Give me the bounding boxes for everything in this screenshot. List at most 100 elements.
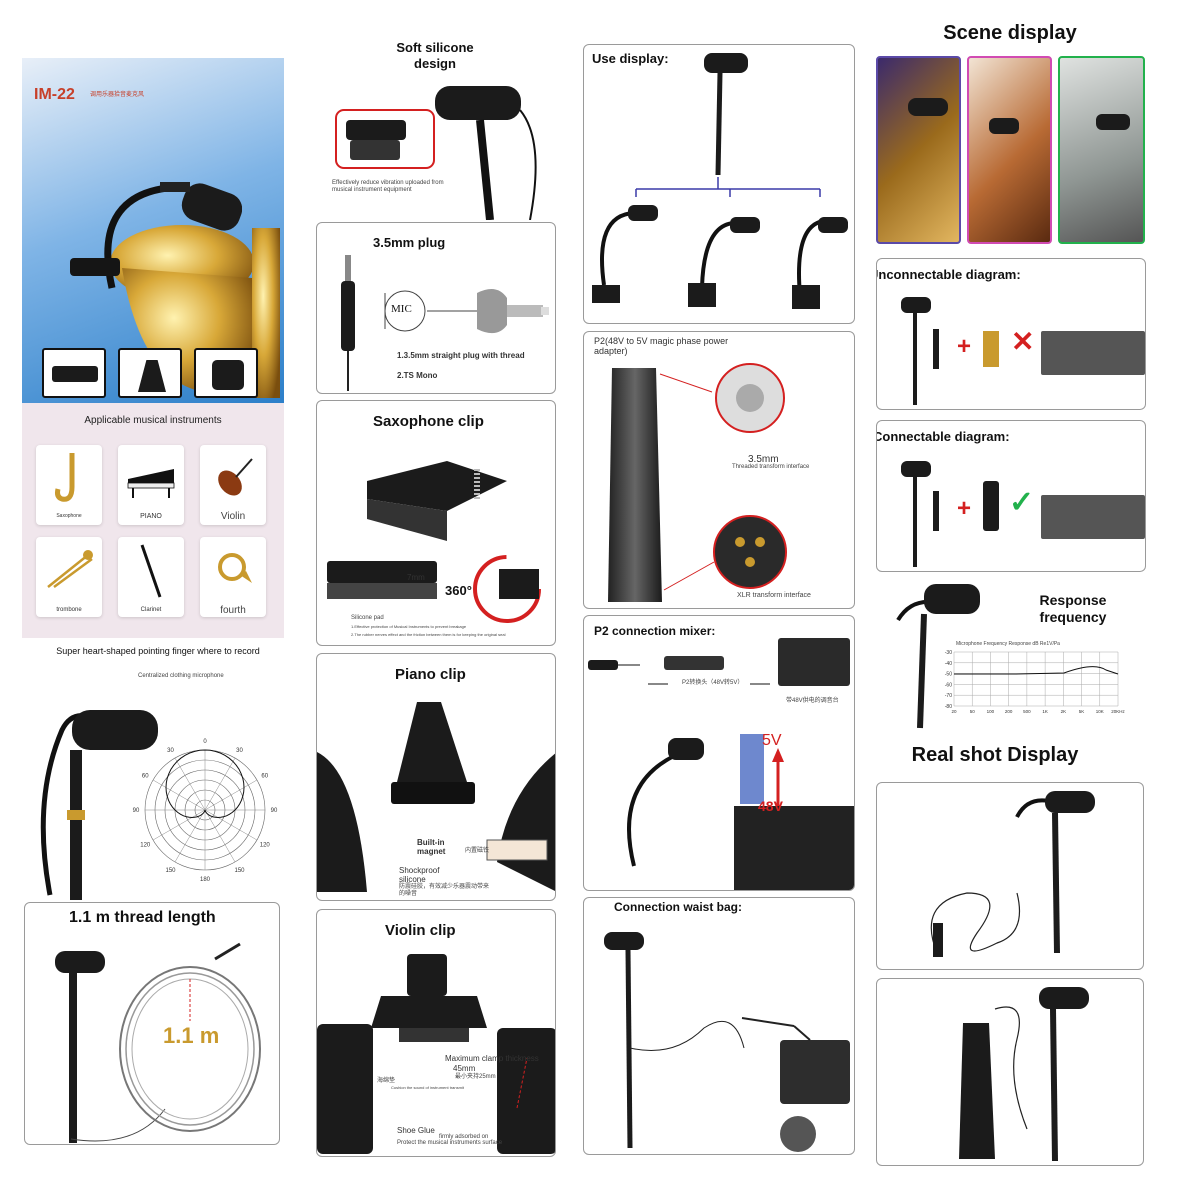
instruments-section: Applicable musical instruments Saxophone… — [22, 403, 284, 638]
polar-spoke — [204, 809, 236, 863]
instrument-tile-trombone: trombone — [36, 537, 102, 617]
clarinet-icon — [140, 544, 162, 598]
p2-mixer-illustration — [588, 638, 854, 890]
plug-panel: 3.5mm plug MIC 1.3.5mm straight plug wit… — [316, 222, 556, 394]
scene-image-sax — [876, 56, 961, 244]
response-x-tick: 10K — [1096, 709, 1104, 714]
response-y-tick: -30 — [945, 650, 952, 656]
polar-note: Centralized clothing microphone — [138, 673, 224, 679]
plug-mic-label: MIC — [391, 303, 412, 315]
p2-mixer-5v: 5V — [762, 732, 782, 749]
response-mic-illustration — [896, 584, 980, 729]
plug-illustration — [341, 255, 549, 391]
polar-spoke — [204, 779, 258, 811]
instrument-label: fourth — [220, 605, 246, 616]
waist-bag-illustration — [604, 932, 850, 1152]
unconnectable-illustration — [901, 297, 1145, 405]
use-display-title: Use display: — [592, 51, 669, 66]
real-shot-title: Real shot Display — [911, 744, 1079, 766]
connectable-plus: + — [957, 495, 972, 522]
polar-label: 120 — [260, 843, 271, 849]
response-x-tick: 50 — [970, 709, 976, 714]
plug-desc: 1.3.5mm straight plug with thread — [397, 351, 525, 360]
sax-clip-rotation: 360° — [445, 583, 472, 598]
polar-label: 120 — [140, 843, 151, 849]
response-x-tick: 500 — [1023, 709, 1031, 714]
piano-clip-magnet: Built-in magnet — [417, 838, 446, 857]
use-display-panel: Use display: — [583, 44, 855, 324]
instrument-tile-saxophone: Saxophone — [36, 445, 102, 525]
instrument-label: Saxophone — [56, 513, 82, 519]
p2-adapter-panel: P2(48V to 5V magic phase power adapter) … — [583, 331, 855, 609]
piano-clip-title: Piano clip — [395, 666, 466, 683]
response-x-tick: 20 — [951, 709, 957, 714]
connectable-check: ✓ — [1009, 486, 1035, 519]
thumb-piano-clip — [118, 348, 182, 398]
piano-clip-magnet-cn: 内置磁铁 — [465, 848, 490, 854]
polar-spoke — [152, 809, 206, 841]
cable-illustration — [55, 942, 261, 1143]
response-y-tick: -50 — [945, 672, 952, 678]
product-hero: IM-22 调用乐器拾音麦克风 — [22, 58, 284, 403]
instrument-label: Violin — [220, 511, 246, 522]
polar-label: 180 — [200, 877, 211, 883]
instrument-label: Clarinet — [140, 607, 162, 613]
silicone-illustration — [335, 86, 537, 220]
p2-thread-desc: Threaded transform interface — [732, 464, 810, 470]
violin-clip-clamp-value: 45mm — [453, 1064, 476, 1073]
response-title: Response frequency — [1039, 592, 1107, 625]
polar-label: 30 — [236, 748, 243, 754]
model-label: IM-22 — [34, 86, 75, 103]
p2-mixer-title: P2 connection mixer: — [594, 624, 716, 638]
mic-side-illustration — [40, 710, 158, 900]
sax-clip-title: Saxophone clip — [373, 413, 484, 430]
violin-clip-panel: Violin clip Maximum clamp thickness 45mm… — [316, 909, 556, 1157]
response-x-tick: 200 — [1005, 709, 1013, 714]
response-y-tick: -80 — [945, 704, 952, 710]
polar-label: 0 — [203, 739, 207, 745]
p2-xlr-desc: XLR transform interface — [737, 592, 811, 599]
trombone-icon — [47, 550, 93, 589]
p2-mixer-panel: P2 connection mixer: P2转换头（48V转5V） 带48V供… — [583, 615, 855, 891]
response-x-tick: 2K — [1061, 709, 1067, 714]
real-shot-panel-2 — [876, 978, 1144, 1166]
p2-thread-label: 3.5mm — [748, 454, 779, 465]
response-y-tick: -40 — [945, 661, 952, 667]
instrument-label: trombone — [56, 607, 82, 613]
response-x-tick: 20KHz — [1111, 709, 1125, 714]
real-shot-illustration-1 — [930, 791, 1095, 957]
unconnectable-cross: ✕ — [1011, 326, 1035, 357]
connectable-panel: Connectable diagram: + ✓ — [876, 420, 1146, 572]
response-x-tick: 1K — [1042, 709, 1048, 714]
unconnectable-title: Unconnectable diagram: — [876, 267, 1021, 282]
clip-illustration — [70, 258, 120, 276]
scene-image-violin — [967, 56, 1052, 244]
thumb-violin-clip — [194, 348, 258, 398]
cable-length-panel: 1.1 m thread length 1.1 m — [24, 902, 280, 1145]
sax-clip-panel: Saxophone clip 7mm 360° Silicone pad 1.E… — [316, 400, 556, 646]
model-subtitle: 调用乐器拾音麦克风 — [90, 92, 145, 98]
sax-clip-note2: 2.The rubber nerves effect and the frict… — [351, 632, 506, 637]
piano-clip-shockproof-cn: 防震硅胶，有效减少乐器震动带来的噪音 — [399, 884, 490, 897]
violin-clip-clamp-cn: 最小夹持25mm — [455, 1074, 496, 1080]
instrument-tile-piano: PIANO — [118, 445, 184, 525]
p2-adapter-illustration — [608, 363, 787, 602]
violin-clip-adsorbed: firmly adsorbed on — [439, 1134, 489, 1140]
cable-length-label: 1.1 m — [163, 1023, 220, 1048]
product-card: IM-22 调用乐器拾音麦克风 — [22, 58, 284, 638]
polar-label: 150 — [165, 868, 176, 874]
instruments-title: Applicable musical instruments — [84, 415, 222, 426]
polar-curve — [165, 749, 245, 819]
response-curve — [954, 666, 1119, 675]
p2-title: P2(48V to 5V magic phase power adapter) — [594, 336, 729, 357]
p2-mixer-adapter-label: P2转换头（48V转5V） — [682, 680, 744, 686]
violin-clip-illustration — [317, 954, 555, 1154]
connectable-title: Connectable diagram: — [876, 429, 1010, 444]
violin-clip-title: Violin clip — [385, 922, 456, 939]
thumb-sax-clip — [42, 348, 106, 398]
instrument-tile-horn: fourth — [200, 537, 266, 617]
waist-bag-panel: Connection waist bag: — [583, 897, 855, 1155]
polar-label: 90 — [271, 808, 278, 814]
p2-mixer-mixer-label: 带48V供电的调音台 — [786, 698, 839, 704]
